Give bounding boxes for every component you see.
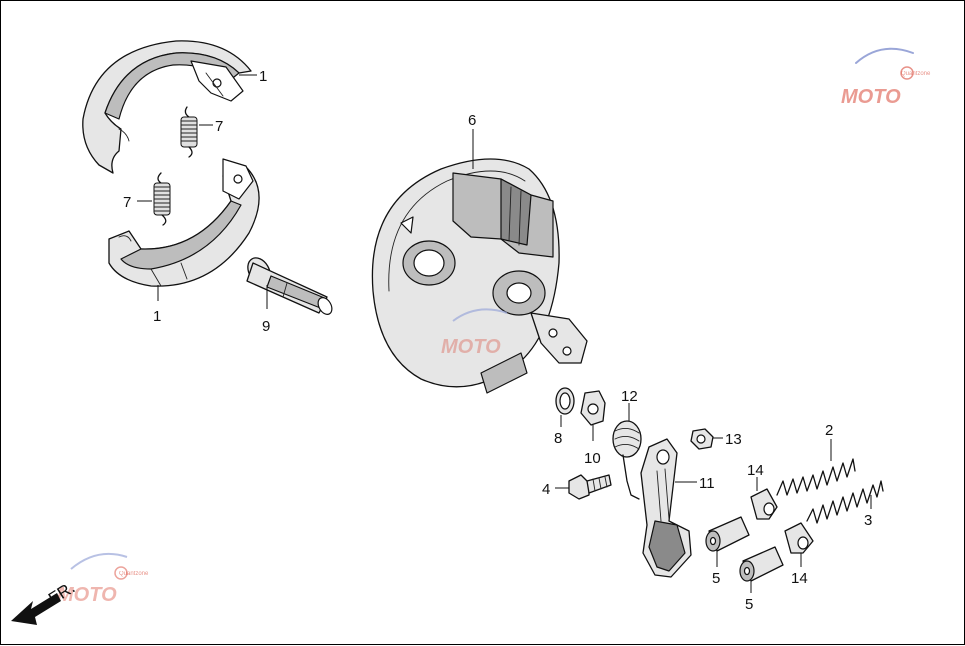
callout-panel: 6 — [468, 112, 476, 129]
joint-piece-bottom[interactable] — [784, 522, 814, 554]
bolt[interactable] — [568, 474, 612, 500]
watermark-logo-top: MOTO Quantzone — [841, 47, 931, 108]
watermark-logo-bottom: MOTO Quantzone — [57, 553, 149, 606]
watermark-subtext: Quantzone — [901, 71, 931, 77]
callout-pin-top: 5 — [712, 570, 720, 587]
joint-piece-top[interactable] — [750, 488, 778, 520]
callout-spring-bottom: 7 — [123, 194, 131, 211]
return-spring[interactable] — [612, 420, 642, 500]
callout-pin-bottom: 5 — [745, 596, 753, 613]
shoe-spring-top[interactable] — [180, 106, 198, 158]
callout-bolt: 4 — [542, 481, 550, 498]
felt-washer[interactable] — [555, 387, 575, 415]
callout-return-spring: 12 — [621, 388, 638, 405]
adjuster-pin-top[interactable] — [705, 516, 750, 552]
adjuster-pin-bottom[interactable] — [739, 546, 784, 582]
callout-cam: 9 — [262, 318, 270, 335]
brake-panel[interactable] — [371, 158, 588, 394]
callout-shoe-bottom: 1 — [153, 308, 161, 325]
front-arrow-icon — [11, 593, 61, 625]
callout-spring-short: 3 — [864, 512, 872, 529]
watermark-subtext-bottom: Quantzone — [119, 571, 149, 577]
watermark-logo-middle: MOTO — [441, 308, 508, 358]
brake-cam[interactable] — [243, 254, 334, 317]
callout-indicator: 10 — [584, 450, 601, 467]
adjuster-spring-long[interactable] — [776, 458, 856, 496]
watermark-text-bottom: MOTO — [57, 584, 117, 606]
callout-spring-long: 2 — [825, 422, 833, 439]
callout-nut: 13 — [725, 431, 742, 448]
callout-arm: 11 — [699, 475, 715, 492]
watermark-text-middle: MOTO — [441, 336, 501, 358]
nut[interactable] — [690, 428, 714, 450]
callout-washer: 8 — [554, 430, 562, 447]
brake-arm[interactable] — [640, 438, 692, 578]
callout-joint-top: 14 — [747, 462, 764, 479]
shoe-spring-bottom[interactable] — [153, 172, 171, 226]
callout-joint-bottom: 14 — [791, 570, 808, 587]
callout-spring-top: 7 — [215, 118, 223, 135]
wear-indicator[interactable] — [580, 390, 606, 426]
callout-shoe-top: 1 — [259, 68, 267, 85]
brake-shoe-top[interactable] — [82, 40, 252, 174]
brake-shoe-bottom[interactable] — [108, 158, 260, 287]
watermark-text: MOTO — [841, 86, 901, 108]
adjuster-spring-short[interactable] — [806, 480, 884, 524]
